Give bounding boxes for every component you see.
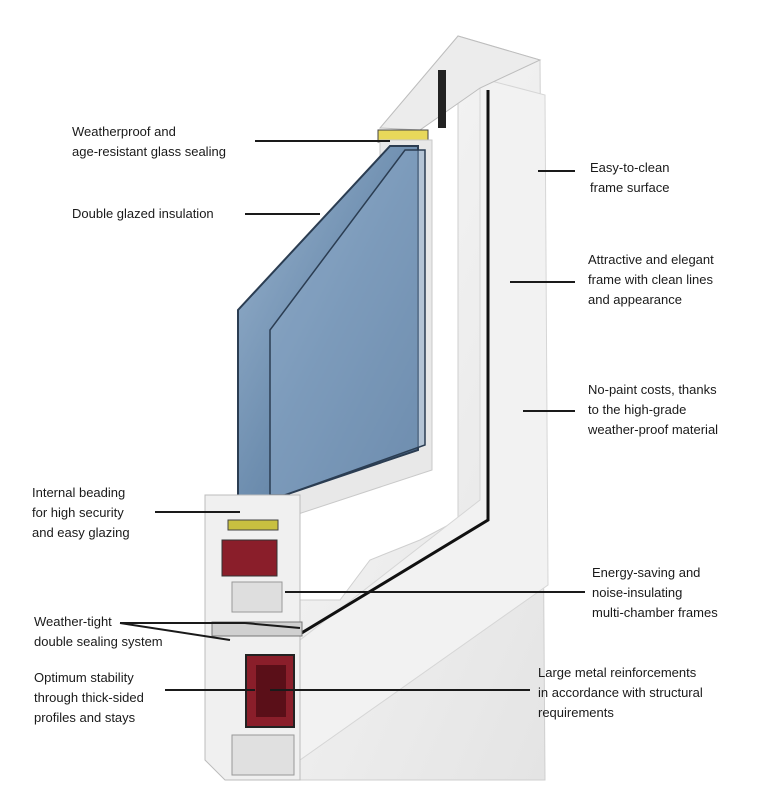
label-metal-reinforcement: Large metal reinforcements in accordance…: [538, 663, 703, 723]
label-line: Double glazed insulation: [72, 206, 214, 221]
label-stability: Optimum stability through thick-sided pr…: [34, 668, 144, 728]
label-line: double sealing system: [34, 634, 163, 649]
upper-chamber-red: [221, 539, 278, 577]
label-line: for high security: [32, 505, 124, 520]
label-line: No-paint costs, thanks: [588, 382, 717, 397]
label-line: Optimum stability: [34, 670, 134, 685]
label-line: Attractive and elegant: [588, 252, 714, 267]
label-line: Weather-tight: [34, 614, 112, 629]
label-line: and easy glazing: [32, 525, 130, 540]
label-double-glazed: Double glazed insulation: [72, 204, 214, 224]
label-line: Internal beading: [32, 485, 126, 500]
leader-lines: [119, 140, 585, 691]
leader-double-sealing-c: [244, 622, 301, 629]
label-easy-clean: Easy-to-clean frame surface: [590, 158, 669, 198]
label-line: Weatherproof and: [72, 124, 176, 139]
label-glass-sealing: Weatherproof and age-resistant glass sea…: [72, 122, 226, 162]
label-line: frame surface: [590, 180, 670, 195]
label-line: age-resistant glass sealing: [72, 144, 226, 159]
label-line: profiles and stays: [34, 710, 136, 725]
label-no-paint: No-paint costs, thanks to the high-grade…: [588, 380, 718, 440]
label-line: multi-chamber frames: [592, 605, 718, 620]
label-line: weather-proof material: [588, 422, 719, 437]
frame-gasket-line: [289, 90, 490, 642]
label-line: frame with clean lines: [588, 272, 713, 287]
label-energy-saving: Energy-saving and noise-insulating multi…: [592, 563, 718, 623]
label-line: Easy-to-clean: [590, 160, 670, 175]
label-double-sealing: Weather-tight double sealing system: [34, 612, 163, 652]
mid-chamber: [231, 581, 283, 613]
label-line: requirements: [538, 705, 614, 720]
lower-chamber: [231, 734, 295, 776]
label-line: to the high-grade: [588, 402, 687, 417]
leader-double-sealing-b: [119, 622, 231, 641]
label-elegant-frame: Attractive and elegant frame with clean …: [588, 250, 714, 310]
label-line: in accordance with structural: [538, 685, 703, 700]
top-chamber: [438, 70, 446, 128]
label-internal-beading: Internal beading for high security and e…: [32, 483, 130, 543]
label-line: through thick-sided: [34, 690, 144, 705]
label-line: Large metal reinforcements: [538, 665, 697, 680]
label-line: Energy-saving and: [592, 565, 701, 580]
label-line: and appearance: [588, 292, 682, 307]
label-line: noise-insulating: [592, 585, 683, 600]
bead-gasket: [227, 519, 279, 531]
